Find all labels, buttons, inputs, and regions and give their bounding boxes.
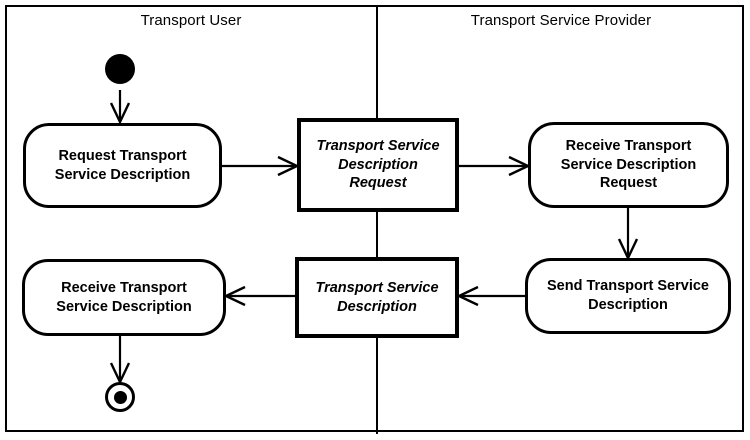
final-node	[105, 382, 135, 412]
swimlane-frame	[5, 5, 744, 432]
swimlane-header-transport-service-provider: Transport Service Provider	[470, 12, 652, 29]
swimlane-divider	[376, 5, 378, 434]
object-node-transport-service-description-request[interactable]: Transport Service Description Request	[297, 118, 459, 212]
action-node-request-transport-service-description[interactable]: Request Transport Service Description	[23, 123, 222, 208]
action-node-receive-transport-service-description-request[interactable]: Receive Transport Service Description Re…	[528, 122, 729, 208]
object-node-transport-service-description[interactable]: Transport Service Description	[295, 257, 459, 338]
swimlane-header-transport-user: Transport User	[140, 12, 242, 29]
action-node-receive-transport-service-description[interactable]: Receive Transport Service Description	[22, 259, 226, 336]
initial-node	[105, 54, 135, 84]
action-node-send-transport-service-description[interactable]: Send Transport Service Description	[525, 258, 731, 334]
